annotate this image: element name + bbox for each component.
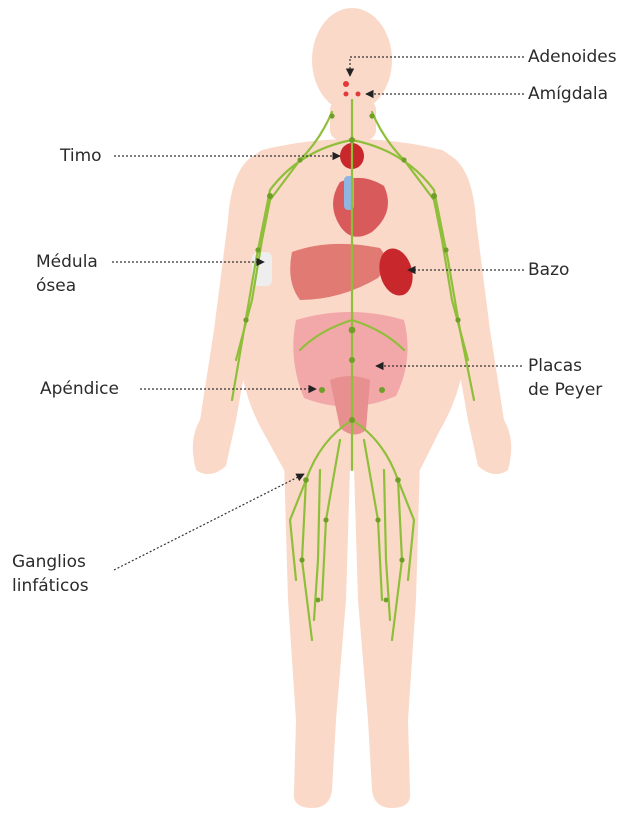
label-adenoides: Adenoides (528, 45, 617, 69)
tonsil-dot-2 (356, 92, 361, 97)
label-amigdala: Amígdala (528, 82, 608, 106)
label-medula-osea: Médula ósea (36, 250, 98, 298)
label-bazo-text: Bazo (528, 258, 569, 282)
adenoid-dot (343, 81, 349, 87)
head-shape (312, 8, 392, 112)
label-medula-line1: Médula (36, 250, 98, 274)
label-placas-de-peyer: Placas de Peyer (528, 354, 602, 402)
label-placas-line2: de Peyer (528, 378, 602, 402)
label-placas-line1: Placas (528, 354, 602, 378)
tonsil-dot-1 (344, 92, 349, 97)
label-apendice-text: Apéndice (40, 377, 119, 401)
label-timo: Timo (60, 144, 102, 168)
label-timo-text: Timo (60, 144, 102, 168)
left-hand-shape (193, 420, 236, 474)
label-ganglios-line2: linfáticos (12, 574, 89, 598)
leader-ganglios (114, 474, 304, 570)
label-medula-line2: ósea (36, 274, 98, 298)
label-amigdala-text: Amígdala (528, 82, 608, 106)
label-adenoides-text: Adenoides (528, 45, 617, 69)
right-hand-shape (468, 420, 511, 474)
label-apendice: Apéndice (40, 377, 119, 401)
label-ganglios-line1: Ganglios (12, 550, 89, 574)
label-ganglios-linfaticos: Ganglios linfáticos (12, 550, 89, 598)
label-bazo: Bazo (528, 258, 569, 282)
